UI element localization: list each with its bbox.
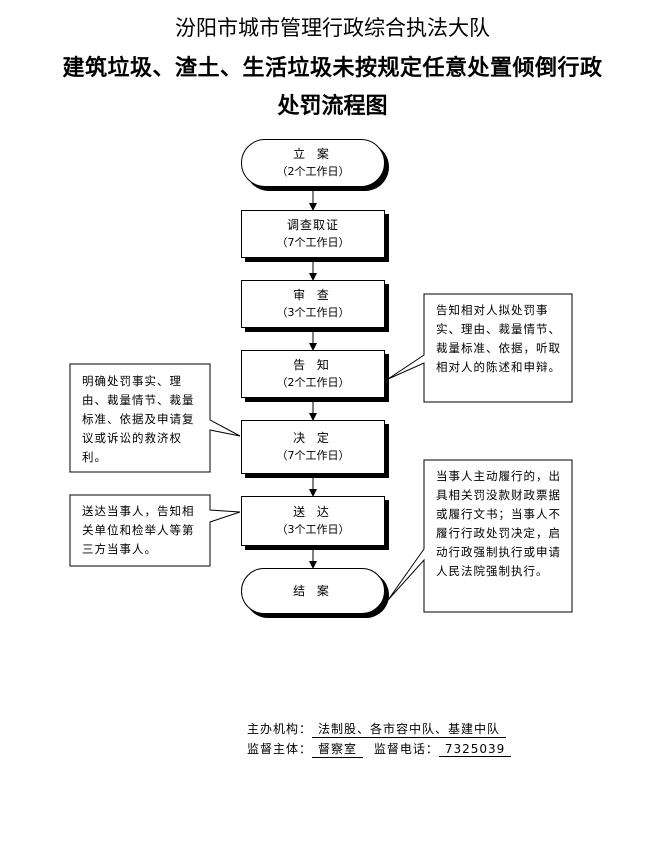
- step-inform-days: （2个工作日）: [276, 376, 350, 389]
- step-decision: 决 定 （7个工作日）: [241, 420, 385, 474]
- note-decision-text: 明确处罚事实、理由、裁量情节、裁量标准、依据及申请复议或诉讼的救济权利。: [74, 368, 208, 471]
- footer-supervisor-label: 监督主体：: [247, 742, 313, 756]
- step-closing: 结 案: [241, 568, 385, 614]
- step-closing-name: 结 案: [293, 583, 333, 598]
- step-filing-name: 立 案: [293, 147, 333, 161]
- step-delivery-name: 送 达: [293, 505, 333, 519]
- step-investigation: 调查取证 （7个工作日）: [241, 210, 385, 258]
- step-review-days: （3个工作日）: [276, 306, 350, 319]
- step-delivery: 送 达 （3个工作日）: [241, 496, 385, 546]
- step-filing-days: （2个工作日）: [276, 165, 350, 178]
- footer-organizer: 主办机构：法制股、各市容中队、基建中队: [247, 720, 507, 738]
- step-inform-name: 告 知: [293, 358, 333, 372]
- page-subtitle-continued: 处罚流程图: [277, 94, 388, 119]
- footer-organizer-value: 法制股、各市容中队、基建中队: [312, 720, 507, 738]
- footer-organizer-label: 主办机构：: [247, 722, 313, 736]
- note-inform-text: 告知相对人拟处罚事实、理由、裁量情节、裁量标准、依据，听取相对人的陈述和申辩。: [428, 297, 570, 381]
- step-investigation-name: 调查取证: [286, 218, 339, 232]
- note-closing-text: 当事人主动履行的，出具相关罚没款财政票据或履行文书；当事人不履行行政处罚决定，启…: [428, 463, 570, 585]
- step-review: 审 查 （3个工作日）: [241, 280, 385, 328]
- footer-supervisor-value: 督察室: [312, 740, 364, 758]
- footer-phone-label: 监督电话：: [373, 742, 439, 756]
- page-subtitle: 建筑垃圾、渣土、生活垃圾未按规定任意处置倾倒行政: [62, 56, 603, 81]
- step-decision-days: （7个工作日）: [276, 449, 350, 462]
- step-inform: 告 知 （2个工作日）: [241, 350, 385, 398]
- footer-supervision: 监督主体：督察室 监督电话：7325039: [247, 740, 512, 758]
- step-review-name: 审 查: [293, 288, 333, 302]
- note-delivery-text: 送达当事人，告知相关单位和检举人等第三方当事人。: [74, 498, 208, 563]
- step-decision-name: 决 定: [293, 431, 333, 445]
- step-delivery-days: （3个工作日）: [276, 523, 350, 536]
- step-investigation-days: （7个工作日）: [276, 236, 350, 249]
- footer-phone-value: 7325039: [438, 742, 512, 757]
- step-filing: 立 案 （2个工作日）: [241, 139, 385, 187]
- page-title: 汾阳市城市管理行政综合执法大队: [175, 16, 490, 40]
